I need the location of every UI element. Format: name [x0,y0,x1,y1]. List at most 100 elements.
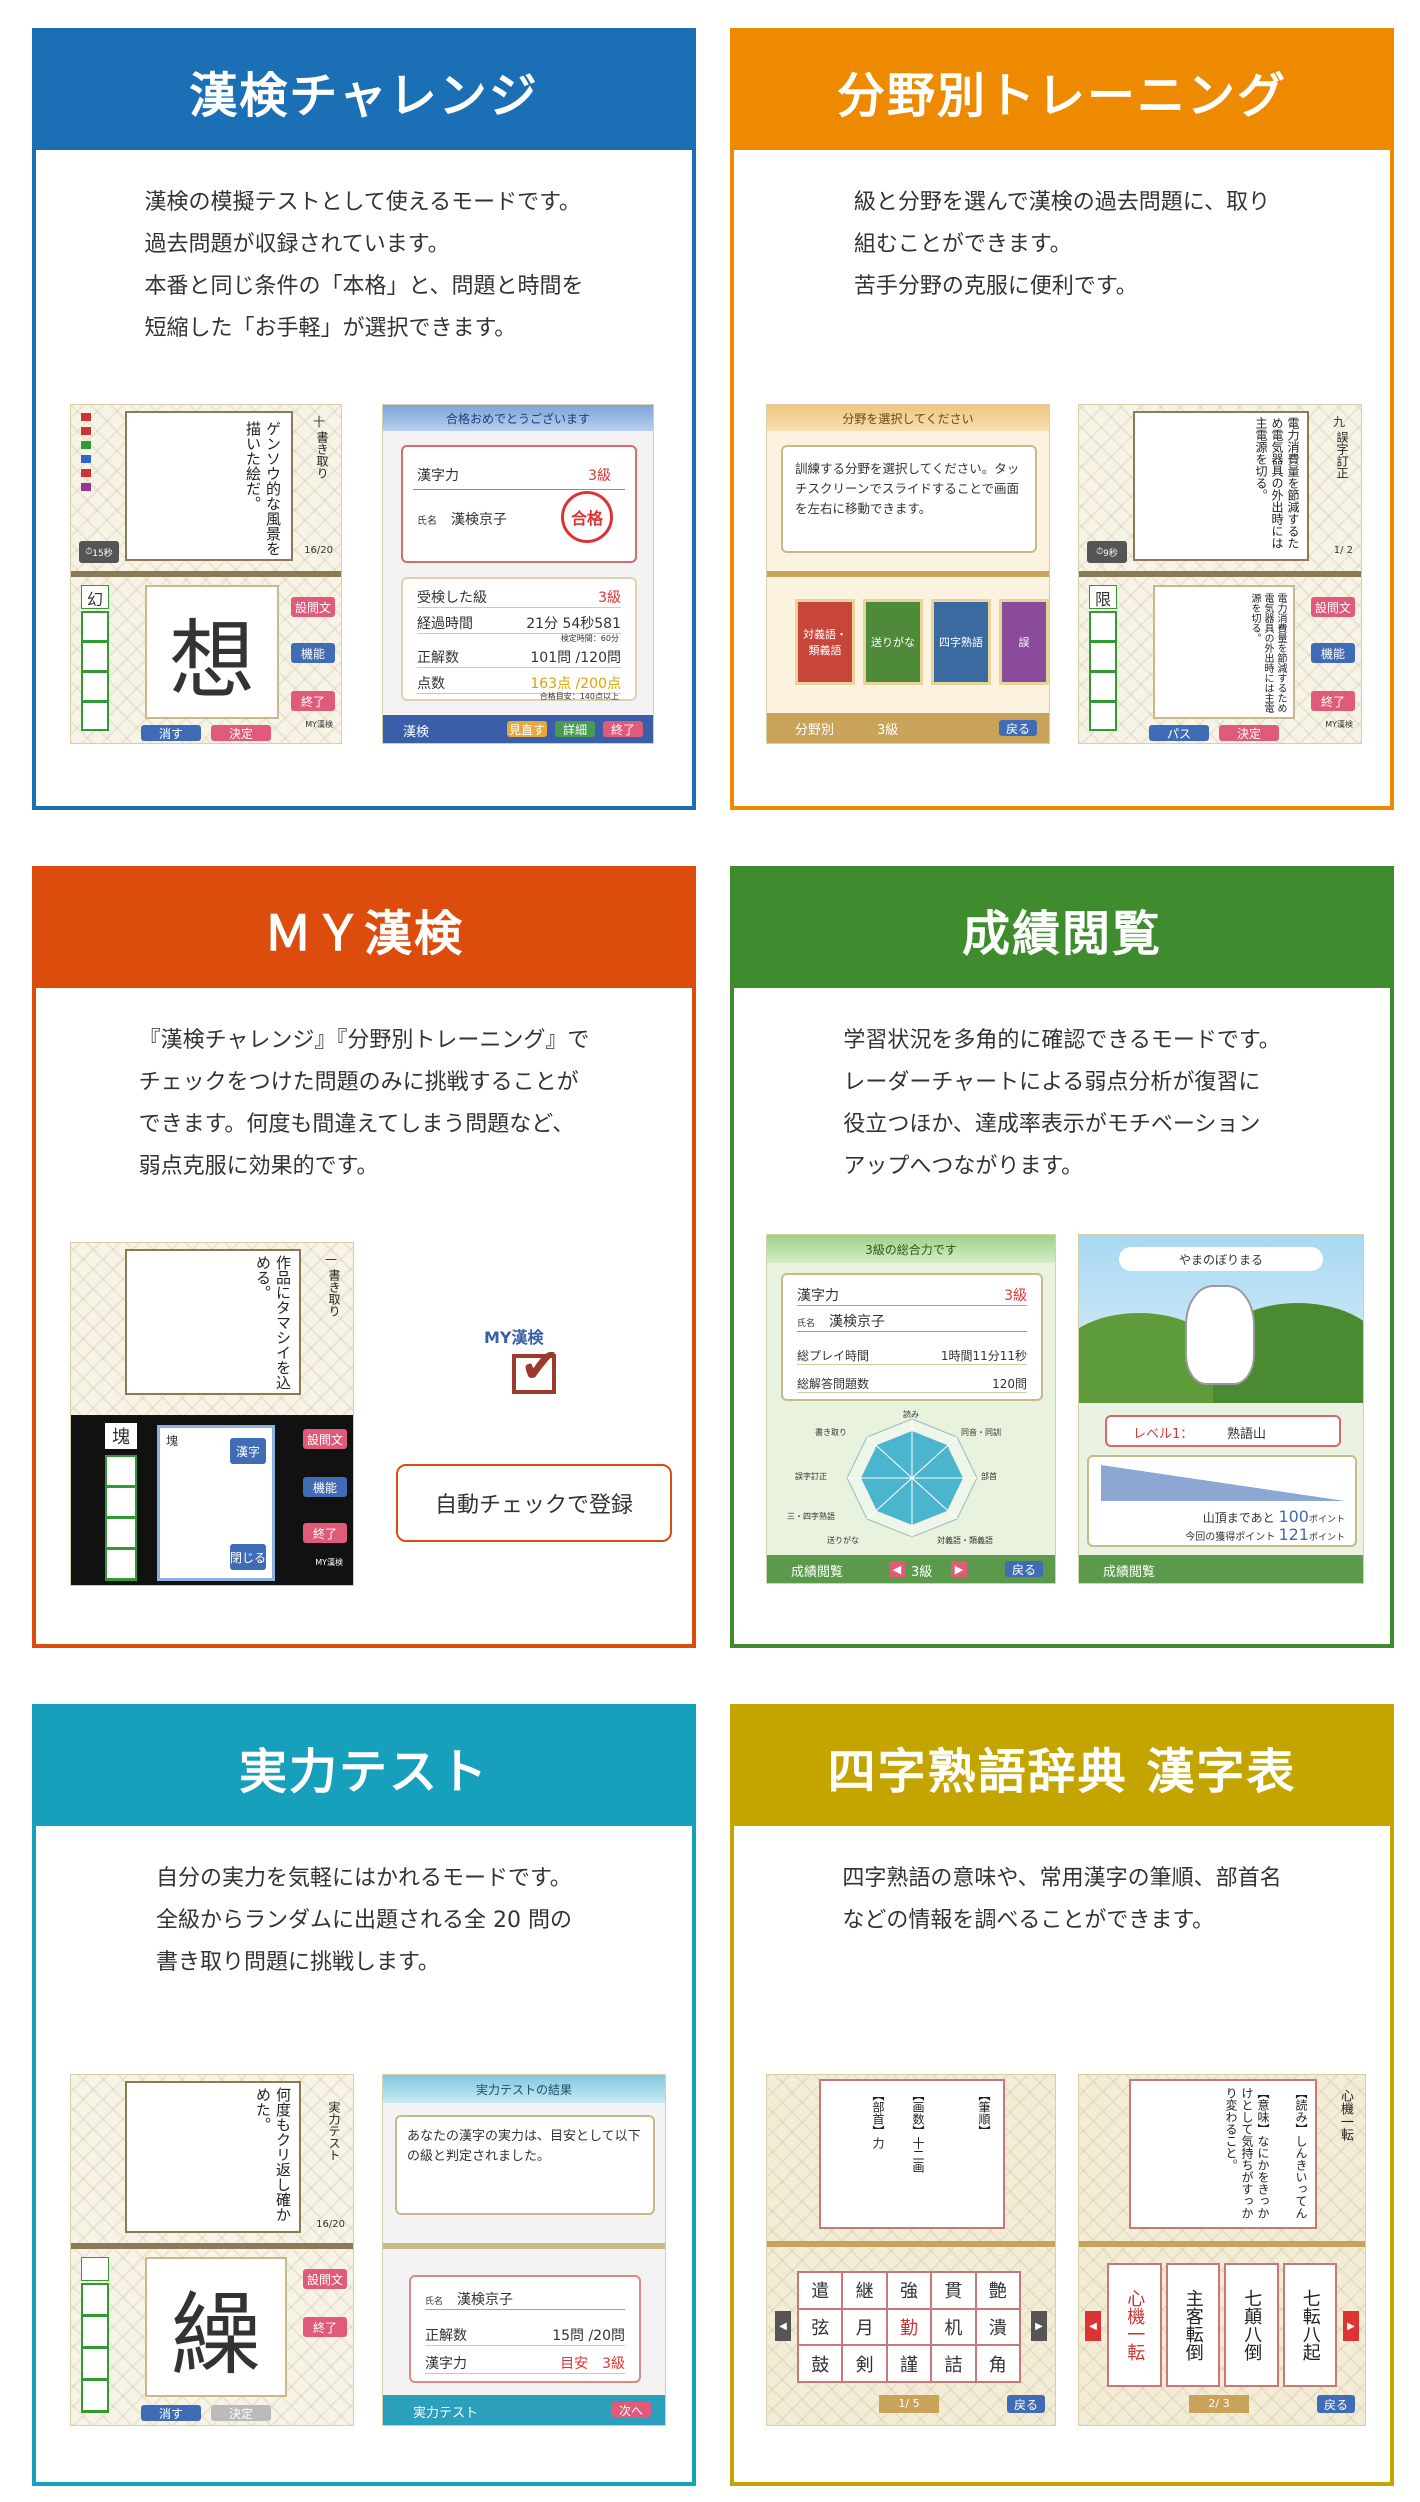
next-button[interactable]: 次へ [611,2402,651,2418]
stroke-order: 【筆順】 [977,2089,991,2137]
prev-page-icon[interactable]: ◀ [1085,2311,1101,2341]
close-button[interactable]: 閉じる [230,1544,266,1570]
my-kanken-check[interactable]: MY漢検 [1325,720,1353,729]
card-description: 学習状況を多角的に確認できるモードです。レーダーチャートによる弱点分析が復習に役… [843,1028,1281,1179]
screenshot-question: ゲンソウ的な風景を描いた絵だ。 書き取り 十 ⏱15秒 16/20 幻 想 消す… [70,404,342,744]
pass-stamp: 合格 [561,491,613,543]
quit-button[interactable]: 終了 [303,2317,347,2337]
review-button[interactable]: 見直す [507,721,547,737]
function-button[interactable]: 機能 [1311,643,1355,663]
yoji-cell-selected[interactable]: 心機一転 [1107,2263,1162,2387]
radar-label: 部首 [981,1472,997,1481]
confirm-button[interactable]: 決定 [1219,725,1279,741]
mountain-caption: やまのぼりまる [1119,1247,1323,1271]
points-panel: 山頂まであと 100ポイント 今回の獲得ポイント 121ポイント [1087,1455,1357,1547]
erase-button[interactable]: 消す [141,2405,201,2421]
yoji-detail-panel: 心機一転 【読み】しんきいってん 【意味】なにかをきっかけとして気持ちがすっかり… [1129,2079,1353,2229]
kanji-cell[interactable]: 継 [843,2273,886,2308]
card-description: 四字熟語の意味や、常用漢字の筆順、部首名などの情報を調べることができます。 [842,1866,1282,1933]
check-icon: ✔ [520,1338,561,1394]
field-tile-okurigana[interactable]: 送りがな [863,599,923,685]
back-button[interactable]: 戻る [1317,2395,1355,2413]
field-tile-antonym[interactable]: 対義語・類義語 [795,599,855,685]
radical: 【部首】力 [871,2089,885,2149]
pass-button[interactable]: パス [1149,725,1209,741]
quit-button[interactable]: 終了 [303,1523,347,1543]
next-page-icon[interactable]: ▶ [1343,2311,1359,2341]
level-panel: レベル1： 熟語山 [1105,1415,1341,1447]
footer-mode: 分野別 [795,723,835,738]
kanji-cell[interactable]: 鼓 [799,2346,842,2381]
back-button[interactable]: 戻る [999,720,1037,736]
prev-page-icon[interactable]: ◀ [775,2311,791,2341]
question-text-button[interactable]: 設問文 [1311,597,1355,617]
footer-grade: 3級 [877,723,899,738]
prev-grade-icon[interactable]: ◀ [889,1561,905,1577]
screenshot-test-result: 実力テストの結果 あなたの漢字の実力は、目安として以下の級と判定されました。 氏… [382,2074,666,2426]
erase-button[interactable]: 消す [141,725,201,741]
kanken-logo: 漢検 [403,725,430,740]
kanji-cell[interactable]: 潰 [976,2309,1019,2345]
quit-button[interactable]: 終了 [291,691,335,711]
function-button[interactable]: 機能 [291,643,335,663]
back-button[interactable]: 戻る [1005,1561,1043,1577]
kanji-popup: 塊 漢字 閉じる [157,1425,275,1581]
my-kanken-logo: MY漢検 ✔ [484,1328,561,1394]
field-tile-yoji[interactable]: 四字熟語 [931,599,991,685]
question-text-button[interactable]: 設問文 [303,1429,347,1449]
question-text-button[interactable]: 設問文 [291,597,335,617]
kanji-cell[interactable]: 剣 [843,2346,886,2381]
card-title: 漢検チャレンジ [36,32,692,150]
kanji-cell[interactable]: 謹 [887,2346,931,2381]
kanji-cell[interactable]: 月 [843,2309,886,2345]
card-description: 級と分野を選んで漢検の過去問題に、取り組むことができます。苦手分野の克服に便利で… [853,190,1271,299]
kanji-cell[interactable]: 貫 [932,2273,975,2308]
cert-grade: 3級 [588,468,611,484]
kanji-button[interactable]: 漢字 [230,1438,266,1464]
kanji-cell[interactable]: 勤 [887,2309,931,2345]
yoji-cell[interactable]: 七転八起 [1282,2263,1337,2387]
next-grade-icon[interactable]: ▶ [951,1561,967,1577]
my-kanken-check[interactable]: MY漢検 [315,1558,343,1567]
kanji-cell[interactable]: 机 [932,2309,975,2345]
quit-button[interactable]: 終了 [1311,691,1355,711]
function-button[interactable]: 機能 [303,1477,347,1497]
question-type: 書き取り [327,1269,341,1317]
card-title: 分野別トレーニング [734,32,1390,150]
card-title: 成績閲覧 [734,870,1390,988]
card-description: 自分の実力を気軽にはかれるモードです。全級からランダムに出題される全 20 問の… [156,1866,572,1975]
screenshot-kanji-table: 【筆順】 【画数】十二画 【部首】力 遣 継 強 貫 艶 弦 月 勤 机 潰 鼓… [766,2074,1056,2426]
page-indicator: 1/ 5 [879,2395,939,2413]
yoji-cell[interactable]: 七顛八倒 [1224,2263,1279,2387]
instruction-panel: 訓練する分野を選択してください。タッチスクリーンでスライドすることで画面を左右に… [781,445,1037,553]
end-button[interactable]: 終了 [603,721,643,737]
kanji-cell[interactable]: 遣 [799,2273,842,2308]
card-title: 実力テスト [36,1708,692,1826]
answer-box: 幻 [81,585,109,609]
kanji-cell[interactable]: 艶 [976,2273,1019,2308]
field-tile-more[interactable]: 誤 [999,599,1049,685]
confirm-button[interactable]: 決定 [211,2405,271,2421]
kanji-cell[interactable]: 詰 [932,2346,975,2381]
radar-label: 同音・同訓 [961,1428,1001,1437]
kanji-cell[interactable]: 角 [976,2346,1019,2381]
question-number: 一 [324,1253,337,1267]
my-kanken-check[interactable]: MY漢検 [305,720,333,729]
next-page-icon[interactable]: ▶ [1031,2311,1047,2341]
detail-button[interactable]: 詳細 [555,721,595,737]
kanji-cell[interactable]: 弦 [799,2309,842,2345]
card-ability-test: 実力テスト 自分の実力を気軽にはかれるモードです。全級からランダムに出題される全… [32,1704,696,2486]
screenshot-my-kanken: 作品にタマシイを込める。 書き取り 一 塊 ✕ 塊 漢字 閉じる 設問文 機能 … [70,1242,354,1586]
kanji-cell[interactable]: 強 [887,2273,931,2308]
yoji-grid: 七転八起 七顛八倒 主客転倒 心機一転 [1107,2263,1337,2387]
handwriting-canvas[interactable]: 繰 [145,2257,287,2397]
handwriting-canvas[interactable]: 想 [145,585,279,719]
question-text-button[interactable]: 設問文 [303,2269,347,2289]
confirm-button[interactable]: 決定 [211,725,271,741]
yoji-cell[interactable]: 主客転倒 [1165,2263,1220,2387]
answer-slots [105,1455,137,1581]
back-button[interactable]: 戻る [1007,2395,1045,2413]
answer-slots [81,2283,109,2413]
